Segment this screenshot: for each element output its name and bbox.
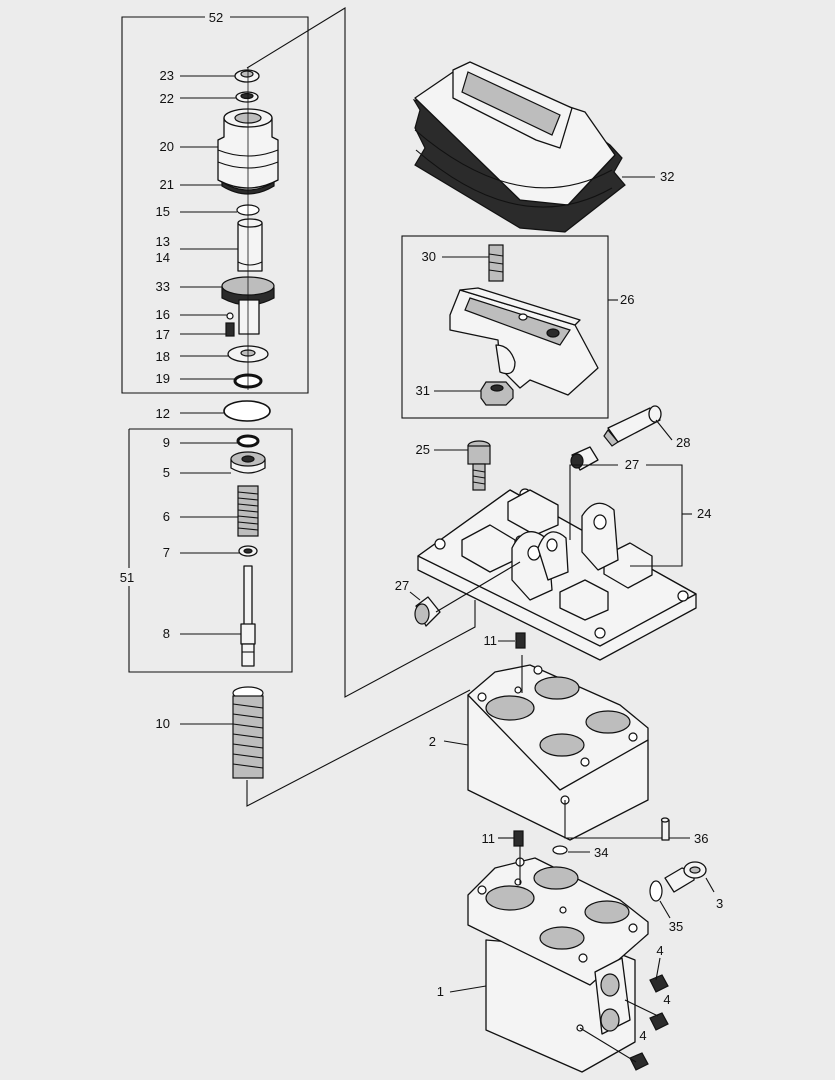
callout-21: 21 [160, 177, 174, 192]
part-25-bolt [467, 440, 491, 491]
part-27-bushing-left [414, 596, 441, 627]
callout-2: 2 [429, 734, 436, 749]
part-12-oring [223, 400, 271, 422]
callout-7: 7 [163, 545, 170, 560]
part-13-push-rod [237, 218, 263, 272]
callout-28: 28 [676, 435, 690, 450]
callout-22: 22 [160, 91, 174, 106]
callout-11-lower: 11 [482, 831, 496, 846]
part-3-plug [664, 861, 707, 893]
part-1-housing [467, 857, 649, 1073]
leader-lines [180, 75, 715, 1063]
part-16-ball [226, 312, 234, 320]
callout-19: 19 [156, 371, 170, 386]
part-7-washer [238, 545, 258, 557]
callout-1: 1 [437, 984, 444, 999]
part-9-ring [236, 434, 260, 448]
part-34-oring [552, 845, 568, 855]
callout-4-bottom: 4 [639, 1028, 646, 1043]
callout-8: 8 [163, 626, 170, 641]
assembly-lines [246, 7, 476, 807]
callout-52: 52 [209, 10, 223, 25]
part-23-seal [234, 69, 260, 83]
callout-4-top: 4 [656, 943, 663, 958]
callout-5: 5 [163, 465, 170, 480]
callout-35: 35 [669, 919, 683, 934]
part-28-pin [603, 405, 662, 447]
callout-15: 15 [156, 204, 170, 219]
part-27-bushing-top [570, 446, 599, 471]
part-35-oring [649, 880, 663, 902]
group-box-52 [121, 16, 309, 394]
part-4-plugs [629, 974, 669, 1071]
callout-11-upper: 11 [484, 633, 498, 648]
part-8-spool [240, 565, 256, 667]
group-box-26 [401, 235, 609, 419]
part-26-cam-block [449, 287, 599, 396]
part-2-body [467, 664, 649, 841]
callout-36: 36 [694, 831, 708, 846]
callout-20: 20 [160, 139, 174, 154]
callout-31: 31 [416, 383, 430, 398]
callout-6: 6 [163, 509, 170, 524]
callout-51: 51 [120, 570, 134, 585]
callout-33: 33 [156, 279, 170, 294]
callout-9: 9 [163, 435, 170, 450]
part-31-nut [480, 381, 514, 406]
part-5-spring-seat [230, 451, 266, 474]
callout-30: 30 [422, 249, 436, 264]
part-36-pin [660, 817, 670, 841]
part-22-washer [235, 91, 259, 103]
part-11-set-screw-upper [515, 632, 526, 649]
callout-25: 25 [416, 442, 430, 457]
callout-17: 17 [156, 327, 170, 342]
callout-13: 13 [156, 234, 170, 249]
callout-16: 16 [156, 307, 170, 322]
callout-32: 32 [660, 169, 674, 184]
part-24-base-plate [417, 488, 697, 661]
callout-14: 14 [156, 250, 170, 265]
callout-26: 26 [620, 292, 634, 307]
part-32-boot [412, 61, 626, 233]
callout-3: 3 [716, 896, 723, 911]
part-10-spring [232, 686, 264, 779]
part-17-spring [225, 322, 235, 337]
callout-18: 18 [156, 349, 170, 364]
part-21-oring [221, 180, 275, 195]
callout-labels: 52 23 22 20 21 15 13 14 33 16 17 18 19 1… [120, 10, 723, 1043]
part-11-set-screw-lower [513, 830, 524, 847]
part-30-screw [488, 244, 504, 282]
callout-24: 24 [697, 506, 711, 521]
callout-27-top: 27 [625, 457, 639, 472]
callout-4-mid: 4 [663, 992, 670, 1007]
group-box-51 [128, 428, 293, 673]
callout-27-left: 27 [395, 578, 409, 593]
part-6-spring [237, 485, 259, 537]
callout-10: 10 [156, 716, 170, 731]
callout-34: 34 [594, 845, 608, 860]
callout-23: 23 [160, 68, 174, 83]
callout-12: 12 [156, 406, 170, 421]
